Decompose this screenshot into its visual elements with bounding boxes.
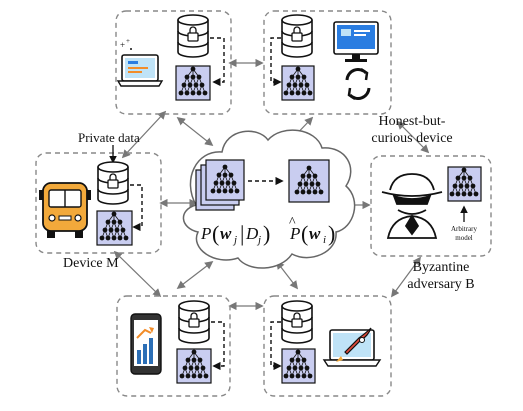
node-device-m [35, 145, 162, 254]
svg-text:+: + [120, 40, 125, 50]
database-lock-icon [281, 14, 313, 58]
model-box [175, 65, 211, 101]
byzantine-label-line1: Byzantine [412, 260, 470, 275]
laptop-rocket-icon [322, 327, 382, 367]
svg-text:): ) [263, 221, 270, 246]
arbitrary-model-label-line1: Arbitrary [450, 225, 478, 233]
bus-icon [39, 182, 91, 238]
database-lock-icon [281, 300, 313, 344]
node-bottom-right [263, 295, 392, 397]
svg-text:(: ( [301, 221, 308, 246]
svg-text:j: j [232, 234, 237, 246]
model-box [281, 65, 315, 101]
svg-text:D: D [245, 224, 259, 243]
database-lock-icon [97, 161, 129, 205]
svg-text:w: w [309, 224, 321, 243]
spy-icon [381, 173, 443, 239]
svg-text:+: + [126, 37, 130, 45]
svg-text:w: w [220, 224, 232, 243]
honest-device-label-line2: curious device [371, 131, 453, 146]
sync-icon [345, 67, 371, 101]
svg-text:(: ( [212, 221, 219, 246]
model-box [447, 166, 482, 202]
private-data-label: Private data [78, 130, 140, 145]
monitor-icon [333, 21, 379, 62]
svg-text:): ) [328, 221, 335, 246]
node-honest-but-curious [263, 10, 392, 115]
model-box [96, 210, 133, 246]
model-box [176, 348, 212, 384]
local-posterior-formula: P ( w j | D j ) [200, 221, 270, 246]
database-lock-icon [178, 300, 210, 344]
svg-text:P: P [200, 224, 211, 243]
honest-device-label-line1: Honest-but- [378, 114, 446, 129]
device-m-label: Device M [63, 256, 119, 271]
laptop-icon: + + [116, 37, 164, 87]
node-bottom-left [116, 295, 231, 397]
svg-text:P: P [289, 224, 300, 243]
global-posterior-box [288, 159, 330, 203]
local-posterior-stack [195, 159, 245, 211]
node-byzantine-adversary [370, 155, 492, 257]
database-lock-icon [177, 14, 209, 58]
svg-text:j: j [256, 234, 261, 246]
arbitrary-model-label-line2: model [455, 234, 473, 242]
node-top-left: + + [115, 10, 232, 115]
global-posterior-formula: P ^ ( w i ) [289, 215, 335, 246]
byzantine-label-line2: adversary B [407, 277, 475, 292]
phone-chart-icon [130, 313, 162, 375]
svg-text:^: ^ [289, 215, 296, 230]
svg-text:|: | [240, 221, 244, 246]
svg-text:i: i [323, 234, 326, 246]
model-box [281, 348, 316, 384]
